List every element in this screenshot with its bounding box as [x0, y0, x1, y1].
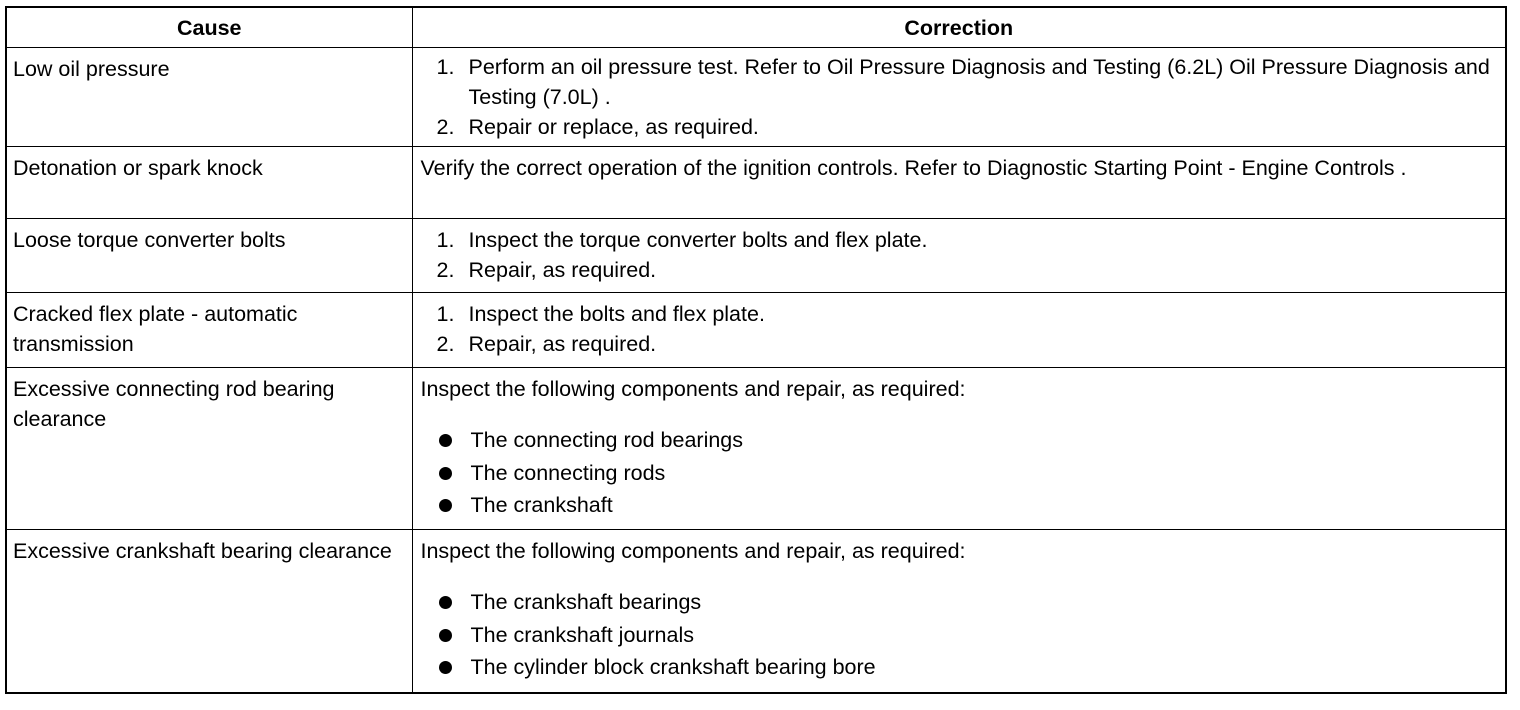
list-item: The connecting rod bearings	[421, 424, 1498, 457]
bullet-text: The connecting rods	[470, 460, 666, 485]
bullet-list: The crankshaft bearings The crankshaft j…	[421, 586, 1498, 684]
bullet-icon	[438, 434, 452, 447]
table-row: Cracked flex plate - automatic transmiss…	[5, 292, 1507, 368]
cause-cell: Excessive crankshaft bearing clearance	[5, 529, 413, 693]
list-item: 1.Perform an oil pressure test. Refer to…	[436, 55, 1490, 109]
step-text: Repair, as required.	[468, 258, 657, 282]
step-text: Repair or replace, as required.	[468, 115, 759, 139]
table-row: Detonation or spark knock Verify the cor…	[5, 146, 1507, 219]
bullet-icon	[438, 661, 452, 674]
list-item: 2.Repair or replace, as required.	[436, 115, 759, 139]
bullet-icon	[438, 628, 452, 642]
bullet-text: The crankshaft bearings	[470, 590, 702, 614]
step-text: Repair, as required.	[468, 332, 657, 356]
cause-cell: Low oil pressure	[5, 47, 413, 147]
list-item: 1.Inspect the torque converter bolts and…	[436, 228, 928, 252]
list-item: The crankshaft	[421, 489, 1498, 522]
cause-column-header: Cause	[5, 6, 413, 48]
list-item: The crankshaft bearings	[421, 586, 1498, 619]
correction-intro: Inspect the following components and rep…	[420, 539, 966, 563]
correction-cell: Inspect the following components and rep…	[411, 367, 1507, 530]
steps-list: 1.Inspect the bolts and flex plate. 2.Re…	[421, 299, 1498, 359]
cause-cell: Loose torque converter bolts	[5, 218, 413, 293]
correction-cell: Verify the correct operation of the igni…	[411, 146, 1507, 219]
correction-cell: 1.Inspect the torque converter bolts and…	[411, 218, 1507, 293]
list-item: The crankshaft journals	[421, 619, 1498, 652]
cause-cell: Excessive connecting rod bearing clearan…	[5, 367, 413, 530]
header-row: Cause Correction	[5, 6, 1507, 48]
step-text: Inspect the torque converter bolts and f…	[468, 228, 928, 252]
list-item: 1.Inspect the bolts and flex plate.	[436, 302, 765, 326]
bullet-list: The connecting rod bearings The connecti…	[421, 424, 1498, 522]
cause-cell: Detonation or spark knock	[5, 146, 413, 219]
bullet-text: The crankshaft journals	[470, 622, 694, 647]
steps-list: 1.Perform an oil pressure test. Refer to…	[421, 52, 1498, 142]
correction-cell: Inspect the following components and rep…	[411, 529, 1507, 693]
bullet-text: The connecting rod bearings	[470, 428, 744, 452]
bullet-icon	[438, 596, 452, 609]
table-row: Excessive connecting rod bearing clearan…	[5, 367, 1507, 530]
bullet-icon	[438, 466, 452, 480]
list-item: The connecting rods	[421, 457, 1498, 490]
diagnosis-table: Cause Correction Low oil pressure 1.Perf…	[5, 6, 1507, 694]
table-row: Excessive crankshaft bearing clearance I…	[5, 529, 1507, 693]
correction-intro: Inspect the following components and rep…	[420, 377, 966, 401]
correction-column-header: Correction	[411, 6, 1507, 48]
correction-cell: 1.Inspect the bolts and flex plate. 2.Re…	[411, 292, 1507, 368]
table-row: Loose torque converter bolts 1.Inspect t…	[5, 218, 1507, 293]
table-row: Low oil pressure 1.Perform an oil pressu…	[5, 47, 1507, 147]
steps-list: 1.Inspect the torque converter bolts and…	[421, 225, 1498, 285]
list-item: The cylinder block crankshaft bearing bo…	[421, 651, 1498, 684]
list-item: 2.Repair, as required.	[436, 332, 657, 356]
bullet-text: The crankshaft	[470, 493, 613, 517]
correction-cell: 1.Perform an oil pressure test. Refer to…	[411, 47, 1507, 147]
cause-cell: Cracked flex plate - automatic transmiss…	[5, 292, 413, 368]
bullet-text: The cylinder block crankshaft bearing bo…	[470, 655, 876, 679]
bullet-icon	[438, 499, 452, 512]
step-text: Perform an oil pressure test. Refer to O…	[468, 55, 1490, 109]
step-text: Inspect the bolts and flex plate.	[468, 302, 765, 326]
list-item: 2.Repair, as required.	[436, 258, 657, 282]
